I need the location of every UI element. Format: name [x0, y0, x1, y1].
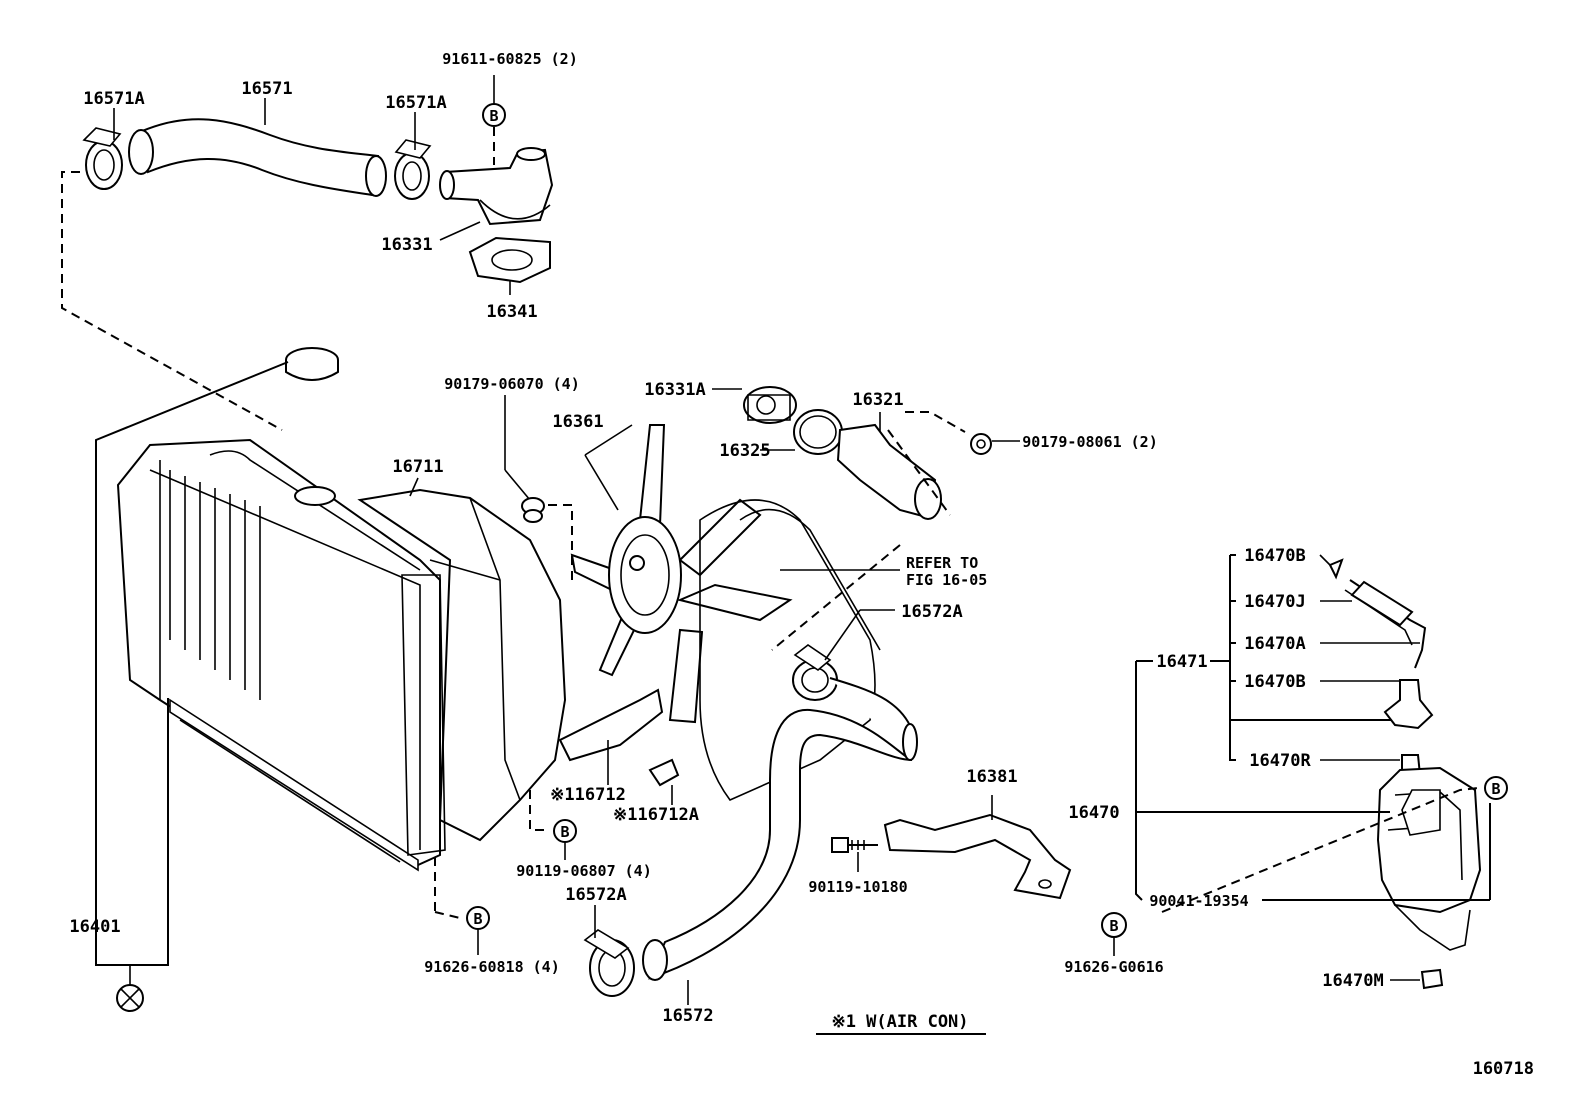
label-90119-10180: 90119-10180	[808, 878, 907, 896]
label-16470B-top: 16470B	[1244, 546, 1305, 566]
label-16711: 16711	[392, 457, 443, 477]
cross-circle-icon	[116, 984, 144, 1012]
figure-number: 160718	[1473, 1059, 1534, 1079]
drain-cap-icon	[1420, 968, 1444, 990]
note-air-con: ※1 W(AIR CON)	[831, 1012, 968, 1032]
outlet-gasket	[468, 236, 551, 284]
label-90041-19354: 90041-19354	[1149, 892, 1248, 910]
label-16471: 16471	[1156, 652, 1207, 672]
fan-blade	[638, 424, 666, 527]
label-16470B-mid: 16470B	[1244, 672, 1305, 692]
clamp-icon	[792, 644, 838, 701]
clip-icon	[1328, 558, 1344, 580]
label-16470R: 16470R	[1249, 751, 1311, 771]
label-16571A-right: 16571A	[385, 93, 446, 113]
label-16571: 16571	[241, 79, 292, 99]
fan-hub	[608, 516, 682, 634]
label-16331: 16331	[381, 235, 432, 255]
label-16470A: 16470A	[1244, 634, 1305, 654]
upper-hose-group: B	[82, 75, 554, 295]
label-16381: 16381	[966, 767, 1017, 787]
svg-text:B: B	[1109, 917, 1118, 935]
lower-hose-group	[583, 644, 918, 997]
label-16470M: 16470M	[1322, 971, 1383, 991]
thermostat	[743, 386, 797, 424]
reservoir-bracket	[883, 813, 1072, 900]
leader-16401	[95, 361, 289, 966]
nut-icon	[970, 433, 992, 455]
water-outlet	[444, 148, 554, 226]
reservoir-cap	[1383, 679, 1434, 730]
clamp-icon	[394, 139, 432, 200]
label-91626-60818: 91626-60818 (4)	[424, 958, 559, 976]
bolt-icon	[831, 837, 878, 853]
label-16331A: 16331A	[644, 380, 705, 400]
label-16572A-bottom: 16572A	[565, 885, 626, 905]
guard-clip	[648, 758, 680, 787]
b-marker	[1484, 776, 1508, 800]
upper-radiator-hose	[138, 118, 380, 197]
label-16470: 16470	[1068, 803, 1119, 823]
radiator-fins	[169, 470, 261, 700]
label-90119-06807: 90119-06807 (4)	[516, 862, 651, 880]
dashed-guide-upper	[61, 171, 283, 431]
fan-shroud	[357, 488, 567, 842]
label-16401: 16401	[69, 917, 120, 937]
label-16341: 16341	[486, 302, 537, 322]
label-90179-08061: 90179-08061 (2)	[1022, 433, 1157, 451]
fan-group	[570, 424, 881, 801]
lower-radiator-hose	[648, 677, 914, 980]
filler-neck	[294, 486, 336, 506]
label-16572A-top: 16572A	[901, 602, 962, 622]
label-16325: 16325	[719, 441, 770, 461]
thermostat-group	[743, 386, 992, 520]
svg-text:B: B	[473, 910, 482, 928]
reservoir-group: B	[1135, 554, 1508, 990]
label-116712A: ※116712A	[613, 805, 699, 825]
radiator-group	[116, 347, 567, 919]
svg-text:B: B	[560, 823, 569, 841]
label-16470J: 16470J	[1244, 592, 1305, 612]
label-16571A-left: 16571A	[83, 89, 144, 109]
shroud-guard	[558, 688, 664, 762]
reservoir-hose	[1350, 580, 1414, 627]
label-16361: 16361	[552, 412, 603, 432]
fig-ref-text: FIG 16-05	[906, 571, 987, 589]
refer-to-text: REFER TO	[906, 554, 978, 572]
label-116712: ※116712	[550, 785, 626, 805]
grommet-icon	[521, 497, 545, 523]
label-91626-G0616: 91626-G0616	[1064, 958, 1163, 976]
label-91611-60825: 91611-60825 (2)	[442, 50, 577, 68]
clamp-icon	[583, 929, 635, 997]
label-16572: 16572	[662, 1006, 713, 1026]
bracket-group	[831, 795, 1072, 900]
label-16321: 16321	[852, 390, 903, 410]
svg-text:B: B	[489, 107, 498, 125]
radiator-core	[116, 438, 441, 867]
clamp-icon	[82, 127, 123, 190]
svg-text:B: B	[1491, 780, 1500, 798]
label-90179-06070: 90179-06070 (4)	[444, 375, 579, 393]
